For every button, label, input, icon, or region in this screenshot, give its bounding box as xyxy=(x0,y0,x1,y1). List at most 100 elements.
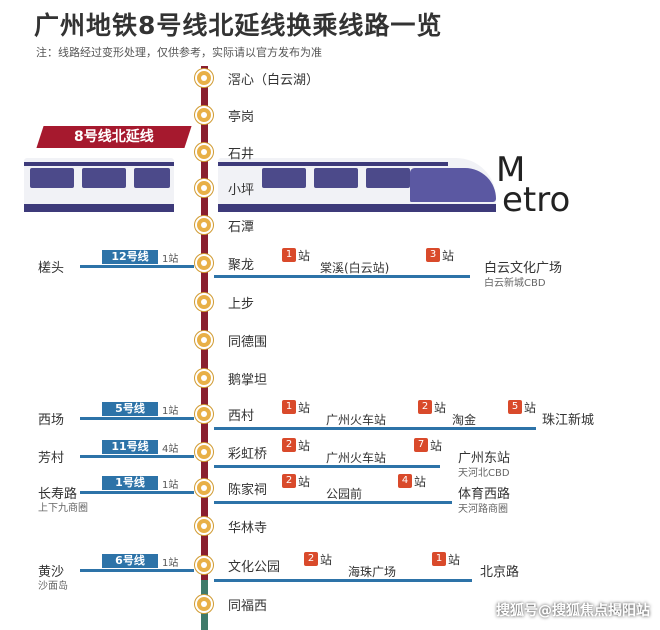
transfer-bar-left xyxy=(80,417,194,420)
hop-count-label: 站 xyxy=(298,475,311,489)
station-dot xyxy=(195,405,213,423)
destination-station: 珠江新城 xyxy=(542,413,595,428)
train-skirt xyxy=(218,204,496,212)
station-name: 同福西 xyxy=(228,599,268,614)
station-dot xyxy=(195,179,213,197)
station-name: 华林寺 xyxy=(228,521,268,536)
transfer-stop-count: 4站 xyxy=(162,444,179,455)
transfer-line-tag: 11号线 xyxy=(102,440,158,454)
via-station: 公园前 xyxy=(326,487,363,501)
station-name: 石潭 xyxy=(228,220,255,235)
hop-count-badge: 4 xyxy=(398,474,412,488)
origin-station: 芳村 xyxy=(38,451,65,466)
hop-count-label: 站 xyxy=(320,553,333,567)
line-badge: 8号线北延线 xyxy=(36,126,192,148)
origin-subtitle: 沙面岛 xyxy=(38,581,68,592)
transfer-stop-count: 1站 xyxy=(162,558,179,569)
station-name: 陈家祠 xyxy=(228,483,268,498)
station-dot xyxy=(195,293,213,311)
destination-subtitle: 天河路商圈 xyxy=(458,504,508,515)
hop-count-label: 站 xyxy=(298,249,311,263)
transfer-stop-count: 1站 xyxy=(162,406,179,417)
origin-station: 黄沙 xyxy=(38,565,65,580)
train-window xyxy=(262,168,306,188)
station-name: 文化公园 xyxy=(228,560,281,575)
station-name: 彩虹桥 xyxy=(228,447,268,462)
station-name: 聚龙 xyxy=(228,258,255,273)
station-dot xyxy=(195,517,213,535)
hop-count-label: 站 xyxy=(434,401,447,415)
train-window xyxy=(314,168,358,188)
train-window xyxy=(366,168,410,188)
via-station: 广州火车站 xyxy=(326,451,387,465)
hop-count-badge: 3 xyxy=(426,248,440,262)
hop-count-badge: 2 xyxy=(282,438,296,452)
train-stripe xyxy=(24,162,174,166)
station-name: 同德围 xyxy=(228,335,268,350)
hop-count-badge: 5 xyxy=(508,400,522,414)
transfer-bar-right xyxy=(214,501,452,504)
station-dot xyxy=(195,106,213,124)
train-nose xyxy=(410,168,496,202)
disclaimer-note: 注：线路经过变形处理，仅供参考，实际请以官方发布为准 xyxy=(36,46,322,59)
hop-count-badge: 1 xyxy=(432,552,446,566)
station-dot xyxy=(195,595,213,613)
station-dot xyxy=(195,216,213,234)
transfer-bar-left xyxy=(80,265,194,268)
station-dot xyxy=(195,479,213,497)
station-name: 鹅掌坦 xyxy=(228,373,268,388)
transfer-bar-left xyxy=(80,491,194,494)
station-dot xyxy=(195,443,213,461)
line-badge-label: 8号线北延线 xyxy=(74,129,154,145)
station-dot xyxy=(195,254,213,272)
station-name: 石井 xyxy=(228,147,255,162)
transfer-stop-count: 1站 xyxy=(162,480,179,491)
origin-station: 槎头 xyxy=(38,261,65,276)
metro-logo-text: etro xyxy=(502,180,571,220)
hop-count-label: 站 xyxy=(414,475,427,489)
transfer-bar-right xyxy=(214,427,536,430)
via-station: 广州火车站 xyxy=(326,413,387,427)
origin-station: 西场 xyxy=(38,413,65,428)
hop-count-badge: 1 xyxy=(282,248,296,262)
hop-count-badge: 7 xyxy=(414,438,428,452)
hop-count-label: 站 xyxy=(298,401,311,415)
train-skirt xyxy=(24,204,174,212)
hop-count-badge: 2 xyxy=(418,400,432,414)
transfer-stop-count: 1站 xyxy=(162,254,179,265)
hop-count-label: 站 xyxy=(442,249,455,263)
watermark: 搜狐号@搜狐焦点揭阳站 xyxy=(496,603,650,619)
transfer-bar-left xyxy=(80,569,194,572)
hop-count-label: 站 xyxy=(298,439,311,453)
destination-station: 广州东站 xyxy=(458,451,511,466)
station-name: 亭岗 xyxy=(228,110,255,125)
destination-subtitle: 白云新城CBD xyxy=(484,278,546,289)
hop-count-badge: 2 xyxy=(304,552,318,566)
station-dot xyxy=(195,69,213,87)
station-dot xyxy=(195,556,213,574)
transfer-bar-right xyxy=(214,465,440,468)
station-name: 西村 xyxy=(228,409,255,424)
destination-station: 体育西路 xyxy=(458,487,511,502)
hop-count-label: 站 xyxy=(448,553,461,567)
destination-station: 北京路 xyxy=(480,565,520,580)
hop-count-label: 站 xyxy=(524,401,537,415)
page-title: 广州地铁8号线北延线换乘线路一览 xyxy=(34,11,443,40)
hop-count-badge: 1 xyxy=(282,400,296,414)
station-name: 上步 xyxy=(228,297,255,312)
destination-station: 白云文化广场 xyxy=(484,261,563,276)
station-dot xyxy=(195,143,213,161)
train-window xyxy=(82,168,126,188)
transfer-line-tag: 12号线 xyxy=(102,250,158,264)
station-dot xyxy=(195,369,213,387)
transfer-bar-left xyxy=(80,455,194,458)
train-window xyxy=(30,168,74,188)
origin-subtitle: 上下九商圈 xyxy=(38,503,88,514)
destination-subtitle: 天河北CBD xyxy=(458,468,510,479)
station-dot xyxy=(195,331,213,349)
station-name: 小坪 xyxy=(228,183,255,198)
train-stripe xyxy=(218,162,448,166)
metro-logo-m: M xyxy=(496,150,526,190)
origin-station: 长寿路 xyxy=(38,487,78,502)
via-station: 棠溪(白云站) xyxy=(320,261,390,275)
